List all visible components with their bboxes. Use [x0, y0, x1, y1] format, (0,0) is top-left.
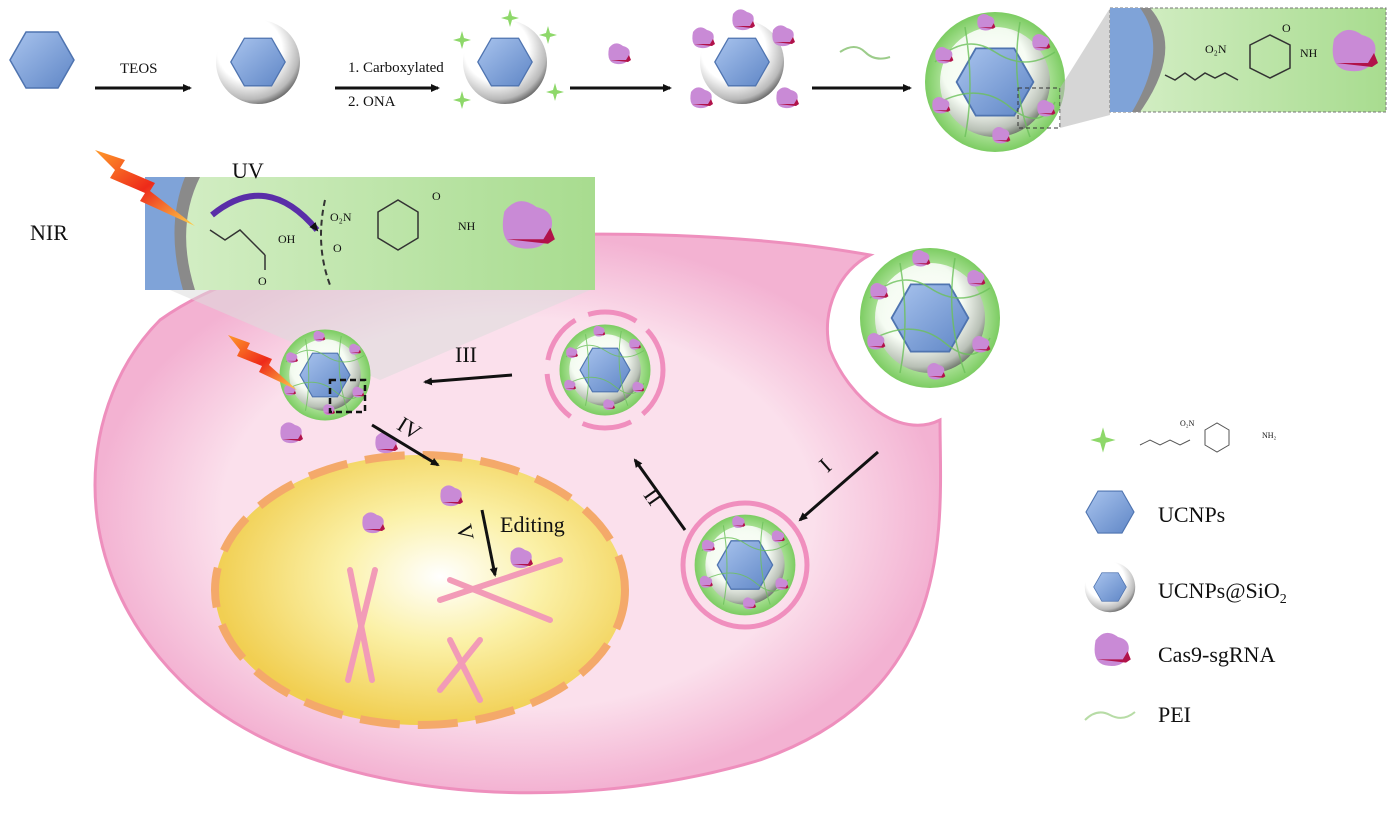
zoom-region — [1017, 87, 1061, 129]
uv-label: UV — [232, 158, 264, 183]
endosomal-escape-particle — [544, 309, 666, 431]
pei-legend-icon — [1084, 711, 1136, 721]
editing-label: Editing — [500, 512, 565, 537]
zoom-callout — [1060, 8, 1110, 128]
endocytosed-particle — [680, 500, 810, 630]
arrow-step-v — [480, 509, 498, 577]
release-callout — [170, 290, 590, 380]
legend-ucnps-sio2: UCNPs@SiO2 — [1158, 578, 1287, 607]
ucnp-silica-particle — [216, 20, 300, 104]
legend-ucnps: UCNPs — [1158, 502, 1225, 527]
ona-particle — [453, 9, 564, 109]
cas9-legend-icon — [1094, 632, 1131, 666]
ucnps-sio2-legend-icon — [1085, 562, 1135, 612]
final-nanoparticle — [925, 12, 1065, 152]
free-nanoparticle — [860, 248, 1000, 388]
linker-zoom-box: O₂N NH O — [1109, 7, 1387, 113]
teos-label: TEOS — [120, 61, 158, 77]
ona-label: 2. ONA — [348, 94, 396, 110]
step-iii-label: III — [455, 342, 477, 367]
nucleus — [215, 455, 625, 725]
svg-text:O₂N: O₂N — [1180, 419, 1195, 428]
step-v-label: V — [452, 522, 479, 542]
cas9-icon — [608, 43, 631, 65]
ucnp-hexagon — [9, 31, 75, 89]
linker-star-icon — [1090, 427, 1116, 453]
nir-lightning-icon-small — [228, 335, 297, 390]
legend-pei: PEI — [1158, 702, 1191, 727]
ucnps-legend-icon — [1085, 490, 1135, 534]
svg-text:NH: NH — [1300, 46, 1318, 60]
legend-linker: O₂N NH₂ — [1090, 419, 1277, 453]
nir-label: NIR — [30, 220, 68, 245]
chromosomes — [345, 557, 563, 703]
uv-cleavage-arrow — [210, 192, 320, 232]
nuclear-envelope — [211, 451, 629, 729]
svg-text:NH: NH — [458, 219, 476, 233]
arrow-step-ii — [633, 458, 687, 531]
legend: O₂N NH₂ UCNPs UCNPs@SiO2 Cas9-sgRNA PEI — [1084, 419, 1287, 727]
carboxylated-label: 1. Carboxylated — [348, 60, 444, 76]
svg-text:O: O — [333, 241, 342, 255]
pei-icon — [839, 46, 891, 60]
legend-cas9: Cas9-sgRNA — [1158, 642, 1275, 667]
arrow-step-iii — [423, 373, 513, 386]
nir-lightning-icon — [95, 150, 195, 226]
cytoplasm-particle — [280, 330, 371, 421]
svg-text:NH₂: NH₂ — [1262, 431, 1277, 440]
svg-text:O: O — [258, 274, 267, 288]
cas9-loaded-particle — [690, 9, 799, 109]
svg-text:O₂N: O₂N — [330, 210, 352, 224]
uv-release-box: O₂N OH O O O NH — [145, 177, 595, 290]
svg-text:OH: OH — [278, 232, 296, 246]
svg-text:O: O — [432, 189, 441, 203]
svg-text:O: O — [1282, 21, 1291, 35]
arrow-step-i — [798, 450, 879, 522]
svg-text:O₂N: O₂N — [1205, 42, 1227, 56]
arrow-step-iv — [371, 423, 440, 467]
